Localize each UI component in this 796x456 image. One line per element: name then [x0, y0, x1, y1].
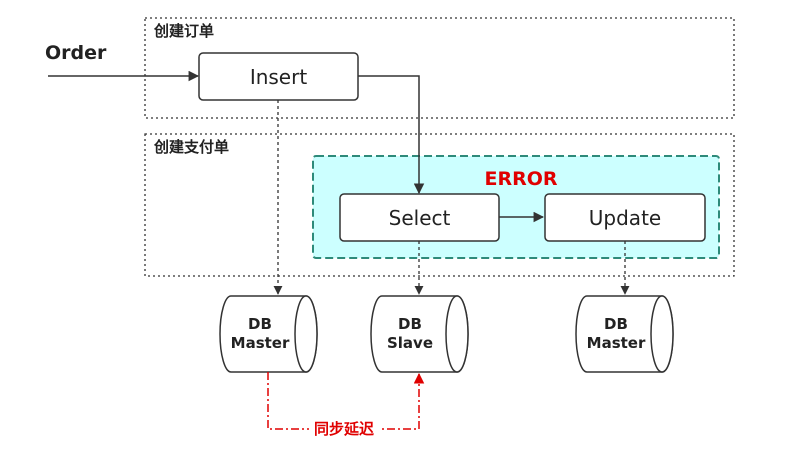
db-slave-cylinder — [370, 295, 469, 373]
group-create-payment-label: 创建支付单 — [153, 138, 229, 156]
db-master-right-line2: Master — [587, 334, 646, 352]
db-slave-line2: Slave — [387, 334, 433, 352]
replication-lag-label: 同步延迟 — [314, 420, 374, 438]
db-master-cylinder-left — [219, 295, 318, 373]
db-master-cylinder-right — [575, 295, 674, 373]
group-create-payment — [144, 133, 735, 277]
db-master-left-line1: DB — [248, 315, 272, 333]
order-input-label: Order — [45, 42, 107, 64]
error-zone-label: ERROR — [484, 168, 557, 190]
db-slave-line1: DB — [398, 315, 422, 333]
update-step-label: Update — [589, 206, 661, 230]
insert-step-label: Insert — [250, 65, 308, 89]
select-step-label: Select — [389, 206, 451, 230]
db-master-left-line2: Master — [231, 334, 290, 352]
group-create-order-label: 创建订单 — [153, 22, 214, 40]
insert-to-select-arrow — [358, 75, 425, 195]
replication-label-bg — [309, 420, 379, 438]
db-master-right-line1: DB — [604, 315, 628, 333]
